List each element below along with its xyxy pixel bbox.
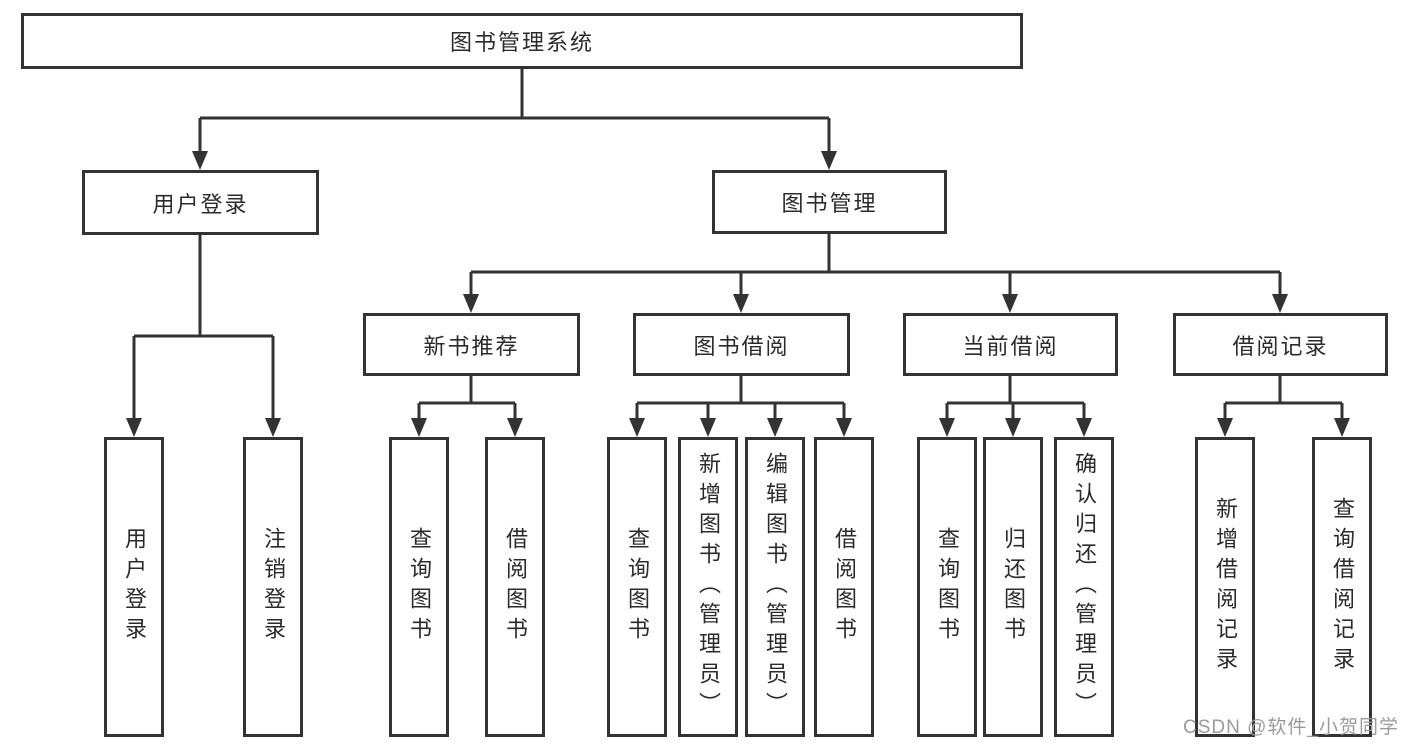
node-label: 查询借阅记录	[1330, 497, 1355, 677]
node-label: 图书管理	[781, 191, 878, 216]
node-label: 编辑图书（管理员）	[763, 452, 788, 722]
leaf-bb-add-books-admin: 新增图书（管理员）	[678, 437, 738, 737]
node-book-management: 图书管理	[712, 170, 947, 234]
leaf-bb-query-books: 查询图书	[607, 437, 667, 737]
node-new-book-recommend: 新书推荐	[363, 313, 580, 376]
node-label: 注销登录	[261, 527, 286, 647]
leaf-br-add-record: 新增借阅记录	[1195, 437, 1255, 737]
csdn-watermark: CSDN @软件_小贺同学	[1183, 717, 1399, 738]
node-label: 查询图书	[625, 527, 650, 647]
leaf-cb-confirm-return-admin: 确认归还（管理员）	[1054, 437, 1114, 737]
node-label: 归还图书	[1001, 527, 1026, 647]
node-label: 新书推荐	[423, 333, 520, 359]
leaf-cb-query-books: 查询图书	[917, 437, 977, 737]
node-label: 新增图书（管理员）	[696, 452, 721, 722]
edge-user-login-to-leaves	[132, 235, 275, 420]
arrowheads	[126, 151, 1350, 437]
edge-book-management-to-level3	[469, 233, 1282, 296]
leaf-br-query-record: 查询借阅记录	[1312, 437, 1372, 737]
edge-borrow-records-to-leaves	[1223, 376, 1344, 420]
edge-book-borrow-to-leaves	[635, 376, 846, 420]
leaf-bb-edit-books-admin: 编辑图书（管理员）	[745, 437, 805, 737]
leaf-user-login: 用户登录	[104, 437, 164, 737]
node-book-borrow: 图书借阅	[633, 313, 850, 376]
node-label: 当前借阅	[962, 333, 1059, 359]
node-label: 用户登录	[122, 527, 147, 647]
node-current-borrow: 当前借阅	[903, 313, 1118, 376]
leaf-nb-query-books: 查询图书	[389, 437, 449, 737]
node-user-login: 用户登录	[82, 170, 319, 235]
node-root-system: 图书管理系统	[21, 13, 1023, 69]
node-label: 图书管理系统	[449, 30, 594, 55]
node-label: 图书借阅	[693, 333, 790, 359]
node-label: 新增借阅记录	[1213, 497, 1238, 677]
node-label: 查询图书	[935, 527, 960, 647]
edge-new-book-recommend-to-leaves	[417, 376, 517, 420]
node-label: 借阅图书	[503, 527, 528, 647]
leaf-nb-borrow-books: 借阅图书	[485, 437, 545, 737]
node-label: 借阅图书	[832, 527, 857, 647]
node-borrow-records: 借阅记录	[1173, 313, 1388, 376]
leaf-cb-return-books: 归还图书	[983, 437, 1043, 737]
edge-root-to-level2	[198, 68, 831, 152]
node-label: 借阅记录	[1232, 333, 1329, 359]
node-label: 确认归还（管理员）	[1072, 452, 1097, 722]
node-label: 查询图书	[407, 527, 432, 647]
leaf-bb-borrow-books: 借阅图书	[814, 437, 874, 737]
node-label: 用户登录	[152, 191, 249, 217]
leaf-logout: 注销登录	[243, 437, 303, 737]
edge-current-borrow-to-leaves	[945, 376, 1086, 420]
